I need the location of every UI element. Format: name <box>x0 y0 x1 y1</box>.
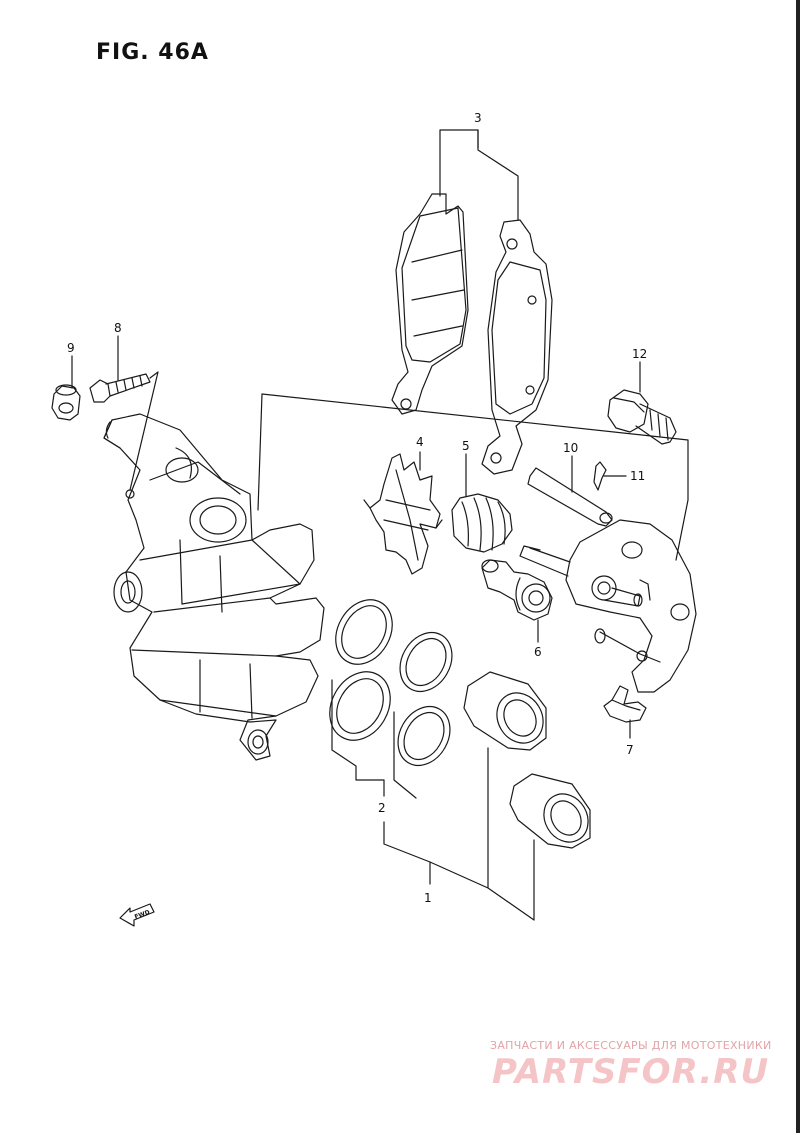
piston-1 <box>463 671 547 751</box>
fwd-label: FWD <box>134 909 151 921</box>
callout-11: 11 <box>630 469 645 483</box>
brake-pad-front <box>391 193 469 415</box>
watermark-caption: ЗАПЧАСТИ И АКСЕССУАРЫ ДЛЯ МОТОТЕХНИКИ <box>490 1039 772 1052</box>
callout-12: 12 <box>632 347 647 361</box>
pad-retainer-clip <box>603 685 647 723</box>
callout-2: 2 <box>378 801 386 815</box>
piston-seal-3 <box>399 631 453 693</box>
caliper-body <box>103 413 325 761</box>
figure-title: FIG. 46A <box>96 40 209 65</box>
caliper-bolt <box>607 389 677 445</box>
leader-8 <box>117 335 159 491</box>
dust-boot <box>451 493 513 553</box>
callout-1: 1 <box>424 891 432 905</box>
piston-seal-4 <box>397 705 451 767</box>
leader-1 <box>383 747 535 921</box>
leader-caliper-link <box>257 393 689 561</box>
piston-2 <box>509 773 591 849</box>
brake-pad-rear <box>481 219 553 475</box>
callout-3: 3 <box>474 111 482 125</box>
pin-clip <box>593 461 607 491</box>
bleeder-screw <box>89 373 151 403</box>
watermark-logo: PARTSFOR.RU <box>492 1052 770 1092</box>
piston-seal-2 <box>329 671 391 741</box>
callout-6: 6 <box>534 645 542 659</box>
slide-pin <box>527 467 613 527</box>
forward-direction-arrow <box>119 903 155 927</box>
callout-8: 8 <box>114 321 122 335</box>
pad-spring <box>363 453 443 575</box>
caliper-bracket <box>519 519 697 693</box>
leader-2 <box>331 679 417 799</box>
callout-7: 7 <box>626 743 634 757</box>
callout-5: 5 <box>462 439 470 453</box>
piston-seal-1 <box>335 599 393 665</box>
callout-9: 9 <box>67 341 75 355</box>
bleeder-cap <box>51 384 81 421</box>
callout-10: 10 <box>563 441 578 455</box>
callout-4: 4 <box>416 435 424 449</box>
page-border <box>796 0 800 1133</box>
bushing-sleeve <box>481 559 553 621</box>
leader-3 <box>439 129 519 221</box>
